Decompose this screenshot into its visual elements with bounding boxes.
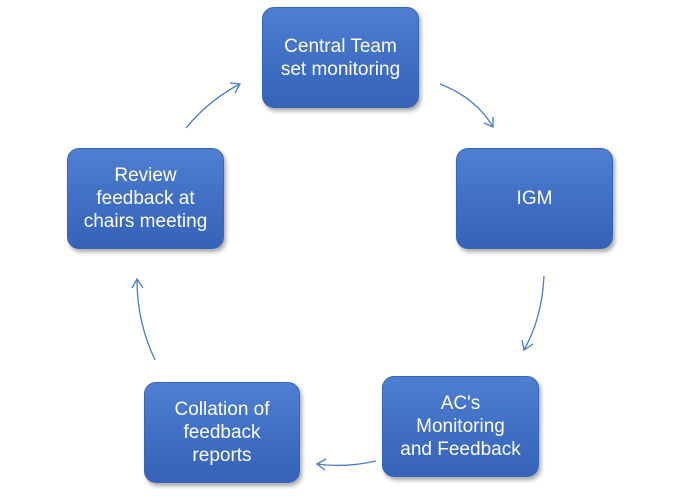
node-collation: Collation of feedback reports xyxy=(144,382,300,483)
arrowhead-central-to-igm xyxy=(483,117,494,129)
arrow-central-to-igm xyxy=(439,83,494,128)
arrow-igm-to-ac xyxy=(523,275,545,351)
arrowhead-review-to-central xyxy=(229,82,242,94)
arrowhead-collate-to-review xyxy=(131,277,144,289)
node-central-team-label: Central Team set monitoring xyxy=(280,35,401,80)
node-collation-label: Collation of feedback reports xyxy=(174,399,270,466)
arrowhead-igm-to-ac xyxy=(521,339,534,352)
arrow-review-to-central xyxy=(185,83,241,129)
arrow-ac-to-collate xyxy=(316,460,377,467)
node-ac-monitoring-label: AC's Monitoring and Feedback xyxy=(400,393,521,460)
arrowhead-ac-to-collate xyxy=(315,458,327,471)
node-review-feedback-label: Review feedback at chairs meeting xyxy=(83,165,208,232)
arrow-collate-to-review xyxy=(136,279,156,361)
node-review-feedback: Review feedback at chairs meeting xyxy=(67,148,224,249)
node-igm: IGM xyxy=(456,148,613,249)
node-central-team: Central Team set monitoring xyxy=(262,7,419,108)
node-igm-label: IGM xyxy=(516,188,553,209)
node-ac-monitoring: AC's Monitoring and Feedback xyxy=(382,376,539,477)
